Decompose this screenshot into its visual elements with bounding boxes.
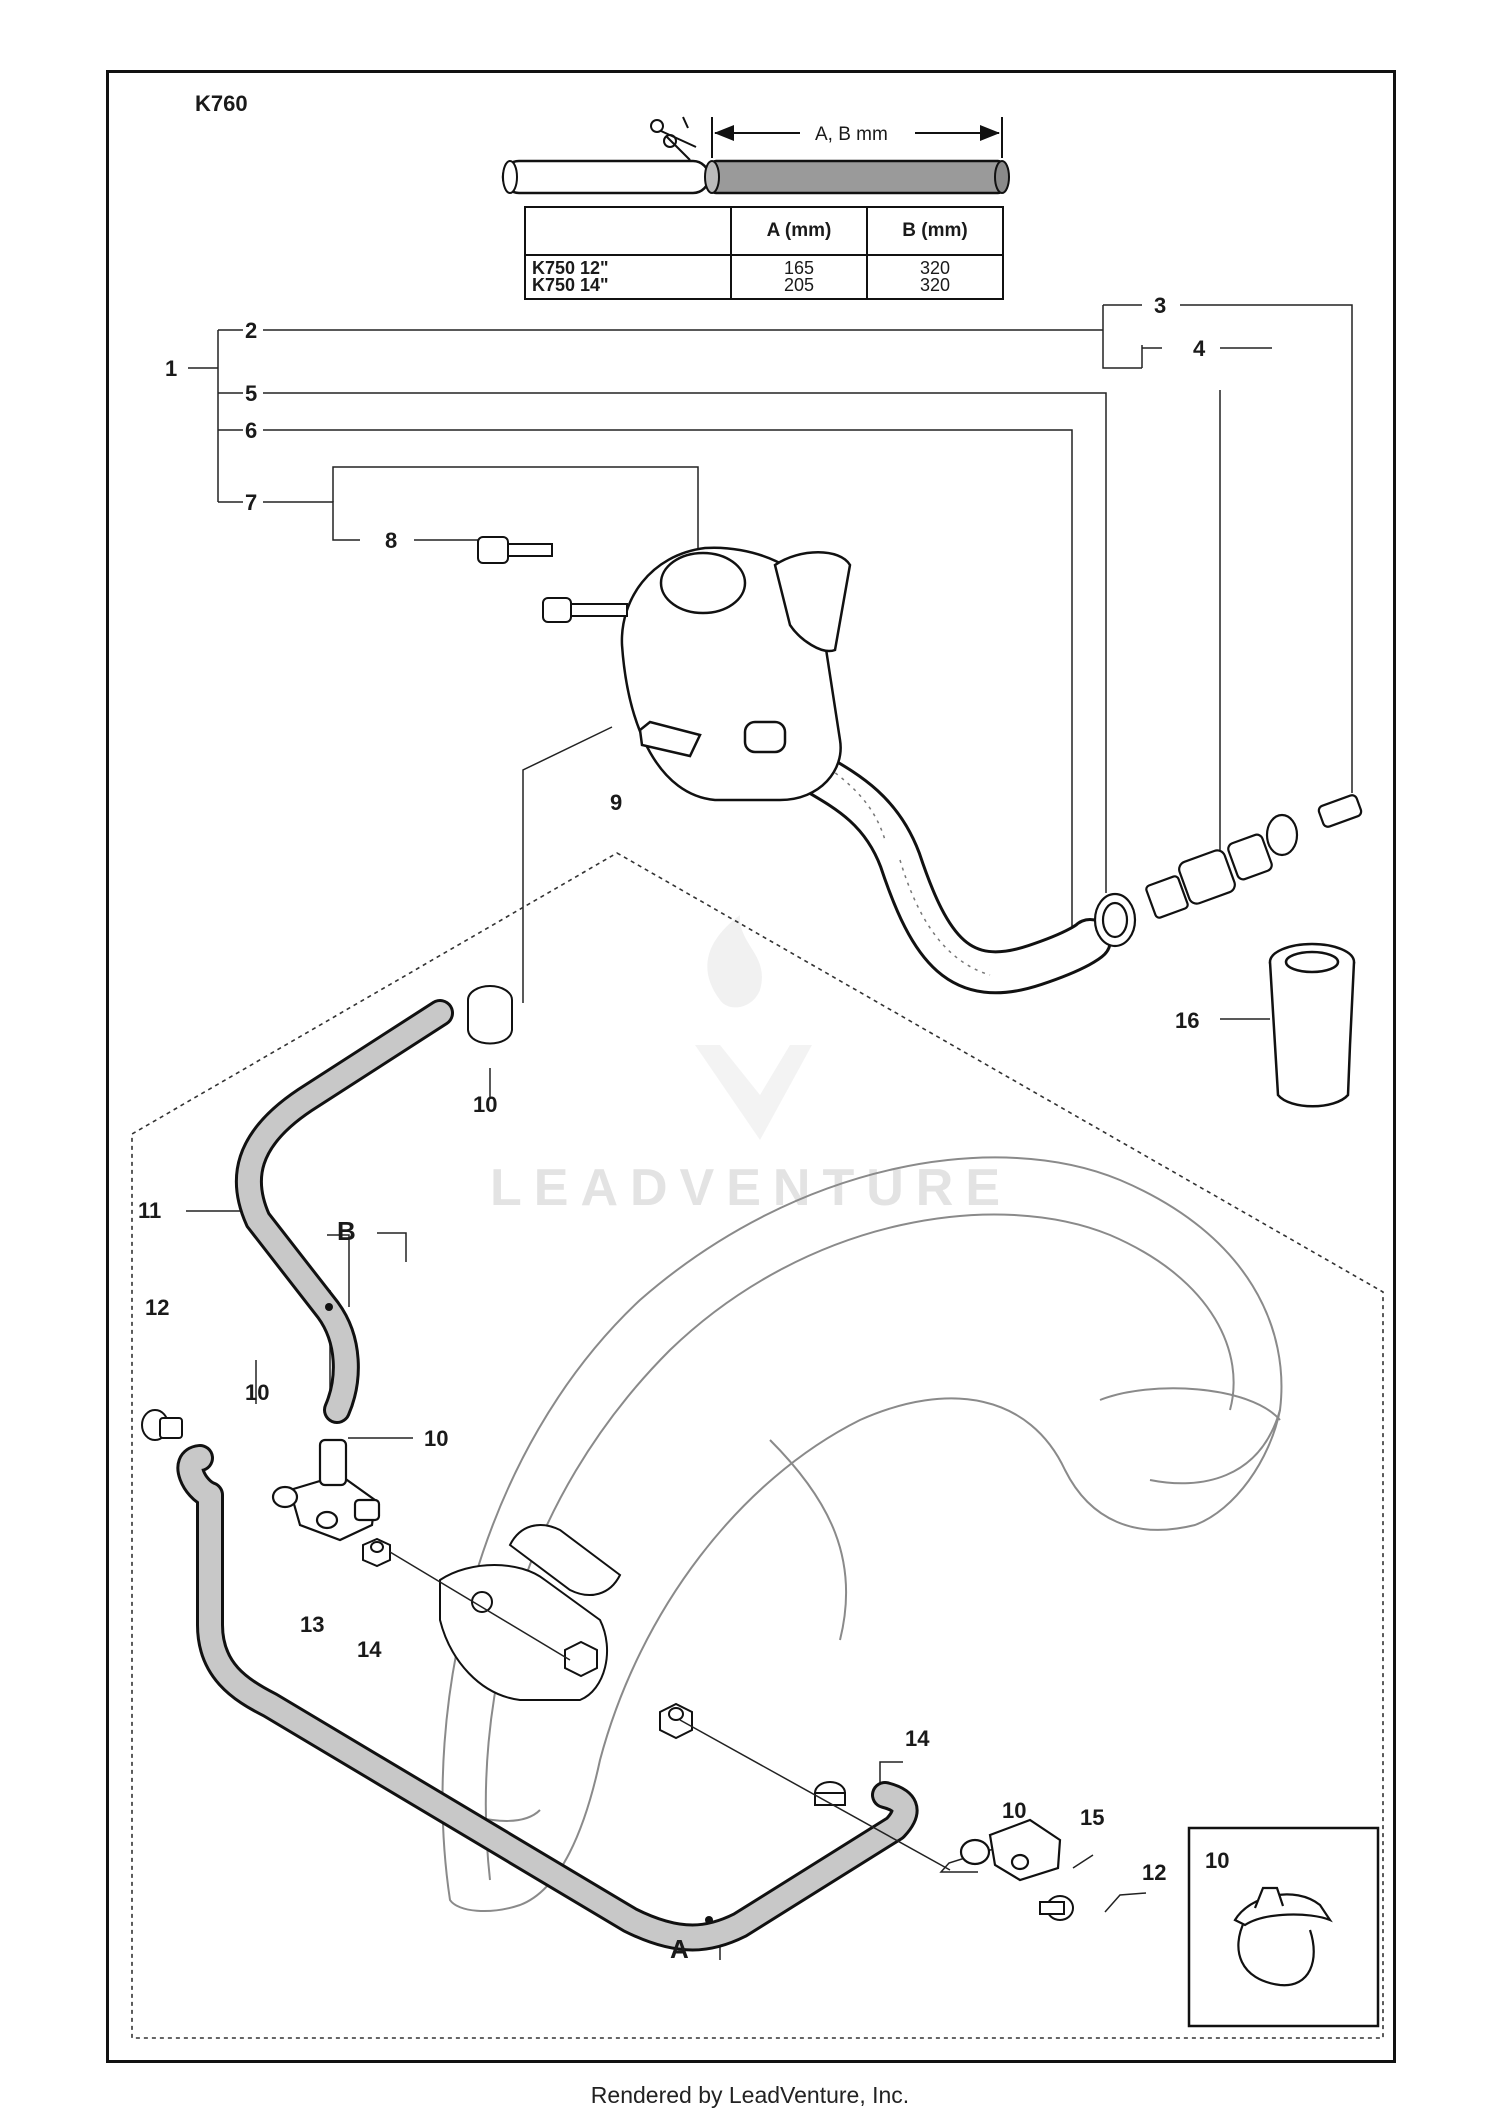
callout-16: 16 bbox=[1175, 1008, 1199, 1033]
watermark-text: LEADVENTURE bbox=[490, 1159, 1012, 1217]
hose-part-A bbox=[176, 1444, 919, 1952]
nut-part-14-left bbox=[362, 1537, 391, 1568]
quick-connector-part-16 bbox=[1268, 942, 1356, 1108]
callout-10-mid: 10 bbox=[424, 1426, 448, 1451]
callout-9: 9 bbox=[610, 790, 622, 815]
connector-part-15 bbox=[959, 1818, 1062, 1882]
callout-12-right: 12 bbox=[1142, 1860, 1166, 1885]
callout-10-top: 10 bbox=[473, 1092, 497, 1117]
nut-part-14-right bbox=[659, 1702, 846, 1806]
callout-10-left: 10 bbox=[245, 1380, 269, 1405]
callout-5: 5 bbox=[245, 381, 257, 406]
callout-numbers: 1 2 3 4 5 6 7 8 9 10 11 12 10 10 13 14 1… bbox=[138, 293, 1229, 1964]
callout-7: 7 bbox=[245, 490, 257, 515]
table-header-row: A (mm) B (mm) bbox=[524, 206, 1004, 256]
callout-8: 8 bbox=[385, 528, 397, 553]
callout-14-right: 14 bbox=[905, 1726, 930, 1751]
callout-leaders bbox=[186, 304, 1353, 1960]
footer-credit: Rendered by LeadVenture, Inc. bbox=[590, 2082, 910, 2108]
model-label: K760 bbox=[195, 91, 248, 116]
callout-15: 15 bbox=[1080, 1805, 1104, 1830]
scissors-icon bbox=[650, 116, 697, 161]
cut-length-label: A, B mm bbox=[815, 124, 888, 145]
screw-part-12-right bbox=[1039, 1895, 1074, 1921]
diagram-frame bbox=[106, 70, 1396, 2063]
callout-4: 4 bbox=[1193, 336, 1206, 361]
table-cell-model: K750 12" K750 14" bbox=[524, 254, 732, 300]
callout-13: 13 bbox=[300, 1612, 324, 1637]
inset-label: 10 bbox=[1205, 1848, 1229, 1873]
axis-line-right bbox=[679, 1719, 951, 1871]
dimensions-table: A (mm) B (mm) K750 12" K750 14" 165 205 … bbox=[524, 206, 1004, 300]
marker-B: B bbox=[337, 1216, 356, 1246]
inset-box-part-10 bbox=[1187, 1826, 1380, 2028]
watermark-logo bbox=[695, 915, 812, 1140]
hose-part-11 bbox=[234, 999, 454, 1424]
callout-10-right: 10 bbox=[1002, 1798, 1026, 1823]
callout-12-left: 12 bbox=[145, 1295, 169, 1320]
callout-6: 6 bbox=[245, 418, 257, 443]
screw-part-8 bbox=[477, 536, 628, 623]
axis-line-left bbox=[389, 1551, 571, 1661]
t-connector-part-13 bbox=[271, 1438, 381, 1542]
callout-11: 11 bbox=[138, 1198, 161, 1223]
marker-A: A bbox=[670, 1934, 689, 1964]
table-header-cell: A (mm) bbox=[730, 206, 868, 256]
callout-1: 1 bbox=[165, 356, 177, 381]
hose-cut-illustration bbox=[501, 117, 1010, 195]
table-header-cell bbox=[524, 206, 732, 256]
table-row: K750 12" K750 14" 165 205 320 320 bbox=[524, 254, 1004, 300]
callout-14-left: 14 bbox=[357, 1637, 382, 1662]
valve-body bbox=[620, 546, 852, 802]
coupling-parts bbox=[1093, 794, 1363, 948]
table-cell-b: 320 320 bbox=[866, 254, 1004, 300]
table-header-cell: B (mm) bbox=[866, 206, 1004, 256]
callout-2: 2 bbox=[245, 318, 257, 343]
callout-3: 3 bbox=[1154, 293, 1166, 318]
table-cell-a: 165 205 bbox=[730, 254, 868, 300]
screw-part-12-left bbox=[141, 1409, 183, 1441]
hose-clamp-top bbox=[467, 985, 513, 1045]
guard-bracket bbox=[439, 1524, 622, 1701]
